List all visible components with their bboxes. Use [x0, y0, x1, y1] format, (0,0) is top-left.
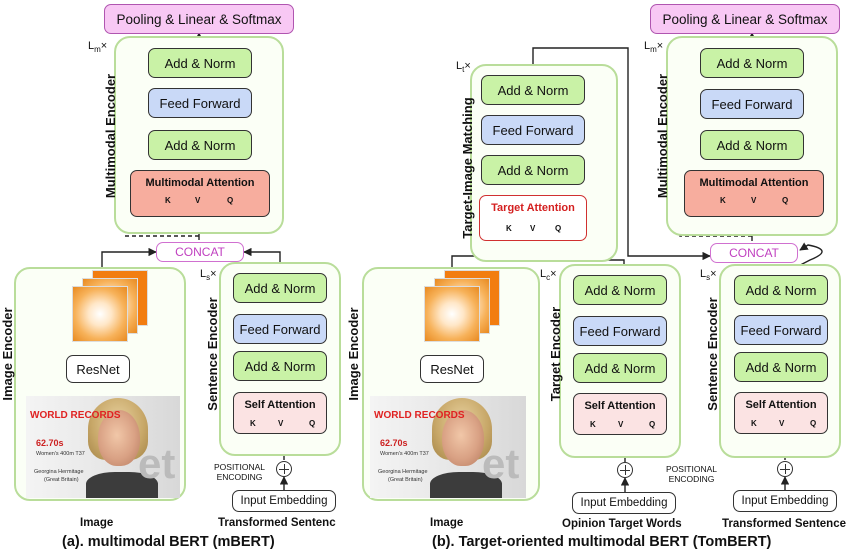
athlete-shoulder — [430, 472, 502, 498]
athlete-photo: et WORLD RECORDS 62.70s Women's 400m T37… — [26, 396, 180, 498]
sentence-encoder-label-b: Sentence Encoder — [705, 297, 720, 411]
athlete-face — [98, 410, 140, 466]
query-label: Q — [649, 420, 656, 429]
self-attention-block: Self Attention — [734, 392, 828, 434]
photo-bg-text: et — [138, 440, 176, 487]
multimodal-encoder-label-a: Multimodal Encoder — [103, 73, 118, 199]
image-encoder-label-b: Image Encoder — [346, 307, 361, 401]
image-caption-a: Image — [80, 517, 114, 529]
sentence-encoder-label-a: Sentence Encoder — [205, 297, 220, 411]
add-operator-icon — [276, 461, 292, 477]
repeat-ls-a: Ls× — [200, 268, 217, 283]
key-label: K — [506, 224, 512, 233]
self-attention-block: Self Attention — [233, 392, 327, 434]
image-encoder-label-a: Image Encoder — [0, 307, 15, 401]
transformed-sentence-caption-b: Transformed Sentence — [722, 518, 846, 530]
photo-time: 62.70s — [380, 438, 408, 448]
add-norm-block: Add & Norm — [148, 48, 252, 78]
photo-athlete: Georgina Hermitage — [378, 469, 428, 475]
repeat-lc: Lc× — [540, 268, 557, 283]
photo-country: (Great Britain) — [44, 477, 79, 483]
query-label: Q — [227, 196, 234, 205]
photo-heading: WORLD RECORDS — [30, 410, 121, 421]
concat-block-a: CONCAT — [156, 242, 244, 262]
value-label: V — [530, 224, 536, 233]
query-label: Q — [309, 419, 316, 428]
feed-forward-block: Feed Forward — [734, 315, 828, 345]
key-label: K — [751, 419, 757, 428]
key-label: K — [720, 196, 726, 205]
panel-title-a: (a). multimodal BERT (mBERT) — [62, 534, 275, 550]
input-embedding-sentence-b: Input Embedding — [733, 490, 837, 512]
add-norm-block: Add & Norm — [233, 351, 327, 381]
value-label: V — [618, 420, 624, 429]
add-norm-block: Add & Norm — [700, 48, 804, 78]
photo-heading: WORLD RECORDS — [374, 410, 465, 421]
resnet-block-a: ResNet — [66, 355, 130, 383]
photo-bg-text: et — [482, 440, 520, 487]
add-norm-block: Add & Norm — [734, 352, 828, 382]
positional-encoding-label: POSITIONAL ENCODING — [666, 464, 718, 484]
pooling-linear-softmax-b: Pooling & Linear & Softmax — [650, 4, 840, 34]
feed-forward-block: Feed Forward — [481, 115, 585, 145]
value-label: V — [751, 196, 757, 205]
input-embedding-target: Input Embedding — [572, 492, 676, 514]
pooling-linear-softmax-a: Pooling & Linear & Softmax — [104, 4, 294, 34]
add-norm-block: Add & Norm — [573, 275, 667, 305]
concat-block-b: CONCAT — [710, 243, 798, 263]
repeat-ls-b: Ls× — [700, 268, 717, 283]
positional-encoding-label: POSITIONAL ENCODING — [214, 462, 266, 482]
add-norm-block: Add & Norm — [573, 353, 667, 383]
feed-forward-block: Feed Forward — [233, 314, 327, 344]
value-label: V — [779, 419, 785, 428]
feature-map-icon — [72, 286, 128, 342]
photo-time: 62.70s — [36, 438, 64, 448]
feed-forward-block: Feed Forward — [573, 316, 667, 346]
opinion-target-words-caption: Opinion Target Words — [562, 518, 682, 530]
athlete-shoulder — [86, 472, 158, 498]
feed-forward-block: Feed Forward — [700, 89, 804, 119]
multimodal-encoder-label-b: Multimodal Encoder — [655, 73, 670, 199]
add-norm-block: Add & Norm — [481, 155, 585, 185]
feature-map-icon — [424, 286, 480, 342]
query-label: Q — [810, 419, 817, 428]
photo-country: (Great Britain) — [388, 477, 423, 483]
value-label: V — [278, 419, 284, 428]
image-caption-b: Image — [430, 517, 464, 529]
feed-forward-block: Feed Forward — [148, 88, 252, 118]
add-norm-block: Add & Norm — [700, 130, 804, 160]
photo-athlete: Georgina Hermitage — [34, 469, 84, 475]
target-image-matching-label: Target-Image Matching — [460, 97, 475, 239]
repeat-lm-b: Lm× — [644, 40, 664, 55]
query-label: Q — [555, 224, 562, 233]
value-label: V — [195, 196, 201, 205]
multimodal-attention-block: Multimodal Attention — [130, 170, 270, 217]
query-label: Q — [782, 196, 789, 205]
transformed-sentence-caption-a: Transformed Sentenc — [218, 517, 336, 529]
add-operator-icon — [617, 462, 633, 478]
input-embedding-a: Input Embedding — [232, 490, 336, 512]
key-label: K — [590, 420, 596, 429]
add-norm-block: Add & Norm — [148, 130, 252, 160]
repeat-lt: Lt× — [456, 60, 471, 75]
target-encoder-label: Target Encoder — [548, 306, 563, 402]
key-label: K — [165, 196, 171, 205]
add-norm-block: Add & Norm — [734, 275, 828, 305]
key-label: K — [250, 419, 256, 428]
add-norm-block: Add & Norm — [233, 273, 327, 303]
photo-event: Women's 400m T37 — [36, 451, 85, 457]
panel-title-b: (b). Target-oriented multimodal BERT (To… — [432, 534, 772, 550]
repeat-lm-a: Lm× — [88, 40, 108, 55]
photo-event: Women's 400m T37 — [380, 451, 429, 457]
add-norm-block: Add & Norm — [481, 75, 585, 105]
athlete-photo: et WORLD RECORDS 62.70s Women's 400m T37… — [370, 396, 526, 498]
athlete-face — [442, 410, 484, 466]
self-attention-block: Self Attention — [573, 393, 667, 435]
target-attention-block: Target Attention — [479, 195, 587, 241]
add-operator-icon — [777, 461, 793, 477]
resnet-block-b: ResNet — [420, 355, 484, 383]
multimodal-attention-block: Multimodal Attention — [684, 170, 824, 217]
